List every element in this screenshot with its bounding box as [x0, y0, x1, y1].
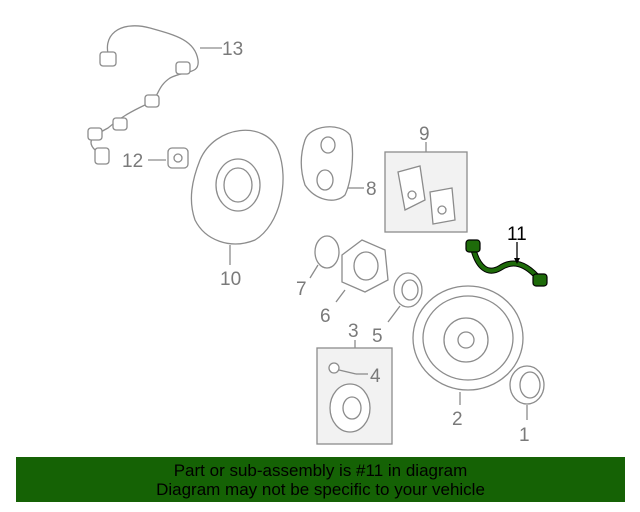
- callout-5[interactable]: 5: [372, 326, 383, 347]
- banner-line-part: Part or sub-assembly is #11 in diagram: [173, 461, 468, 480]
- part-12-speed-sensor[interactable]: [148, 147, 189, 169]
- part-7-o-ring[interactable]: [309, 235, 340, 279]
- banner-line-disclaimer: Diagram may not be specific to your vehi…: [156, 480, 485, 499]
- callout-12[interactable]: 12: [122, 151, 143, 172]
- part-6-hub-bearing[interactable]: [335, 239, 389, 303]
- part-8-caliper-bracket[interactable]: [300, 126, 364, 201]
- part-11-brake-hose[interactable]: [465, 239, 548, 287]
- callout-3[interactable]: 3: [348, 321, 359, 342]
- part-3-hub-assembly[interactable]: [316, 340, 393, 445]
- part-1-grease-cap[interactable]: [509, 365, 545, 420]
- callout-10[interactable]: 10: [220, 269, 241, 290]
- part-13-abs-sensor-wire[interactable]: [87, 25, 222, 165]
- part-4-hub-bolt[interactable]: [328, 362, 368, 375]
- callout-13[interactable]: 13: [222, 39, 243, 60]
- callout-2[interactable]: 2: [452, 409, 463, 430]
- callout-11[interactable]: 11: [507, 224, 527, 245]
- part-5-seal[interactable]: [387, 272, 423, 323]
- callout-8[interactable]: 8: [366, 179, 377, 200]
- part-2-brake-rotor[interactable]: [412, 285, 524, 405]
- part-info-banner: Part or sub-assembly is #11 in diagram D…: [16, 457, 625, 502]
- callout-1[interactable]: 1: [519, 425, 530, 446]
- callout-7[interactable]: 7: [296, 279, 307, 300]
- callout-9[interactable]: 9: [419, 124, 430, 145]
- part-9-brake-pads-kit[interactable]: [384, 142, 468, 233]
- part-10-dust-shield[interactable]: [190, 129, 284, 265]
- callout-6[interactable]: 6: [320, 306, 331, 327]
- callout-4[interactable]: 4: [370, 366, 381, 387]
